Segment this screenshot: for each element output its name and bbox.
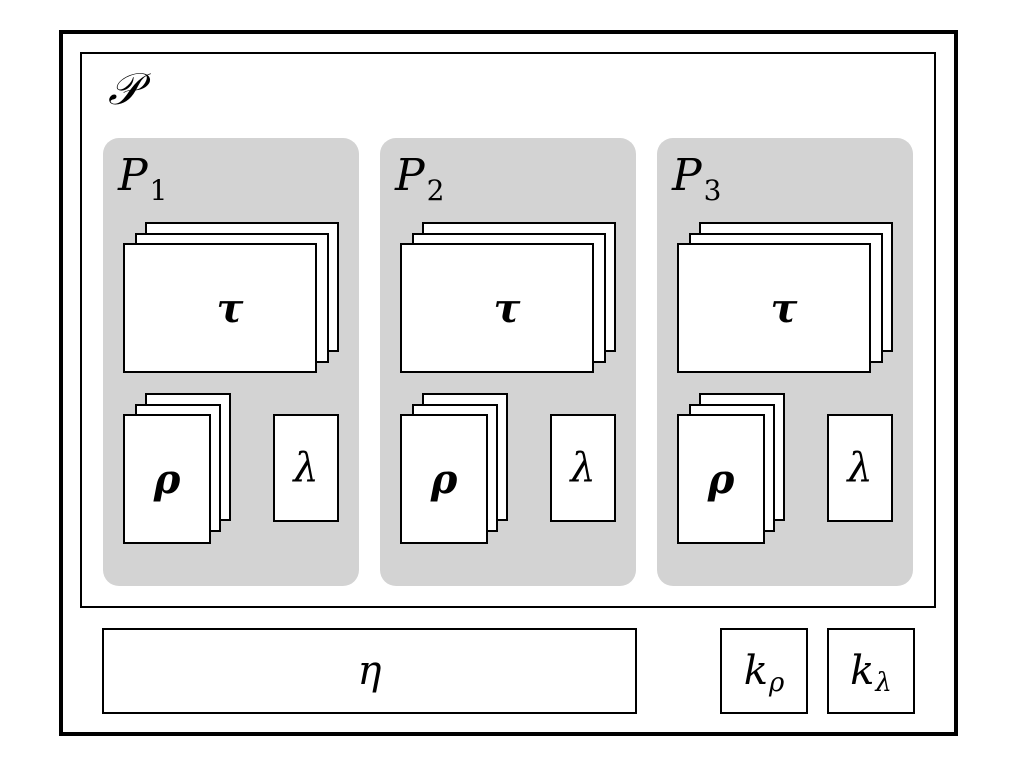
lambda-card-p3: λ — [827, 414, 893, 522]
rho-card-p2: ρ — [400, 414, 488, 544]
lambda-card-p1: λ — [273, 414, 339, 522]
panel-label-p1: P1 — [118, 150, 168, 207]
tau-card-p2: τ — [400, 243, 594, 373]
panel-label-p2: P2 — [395, 150, 445, 207]
script-p-label: 𝒫 — [108, 64, 140, 115]
rho-card-p1: ρ — [123, 414, 211, 544]
lambda-card-p2: λ — [550, 414, 616, 522]
tau-card-p1: τ — [123, 243, 317, 373]
panel-label-p3: P3 — [672, 150, 722, 207]
tau-card-p3: τ — [677, 243, 871, 373]
rho-card-p3: ρ — [677, 414, 765, 544]
eta-box: η — [102, 628, 637, 714]
